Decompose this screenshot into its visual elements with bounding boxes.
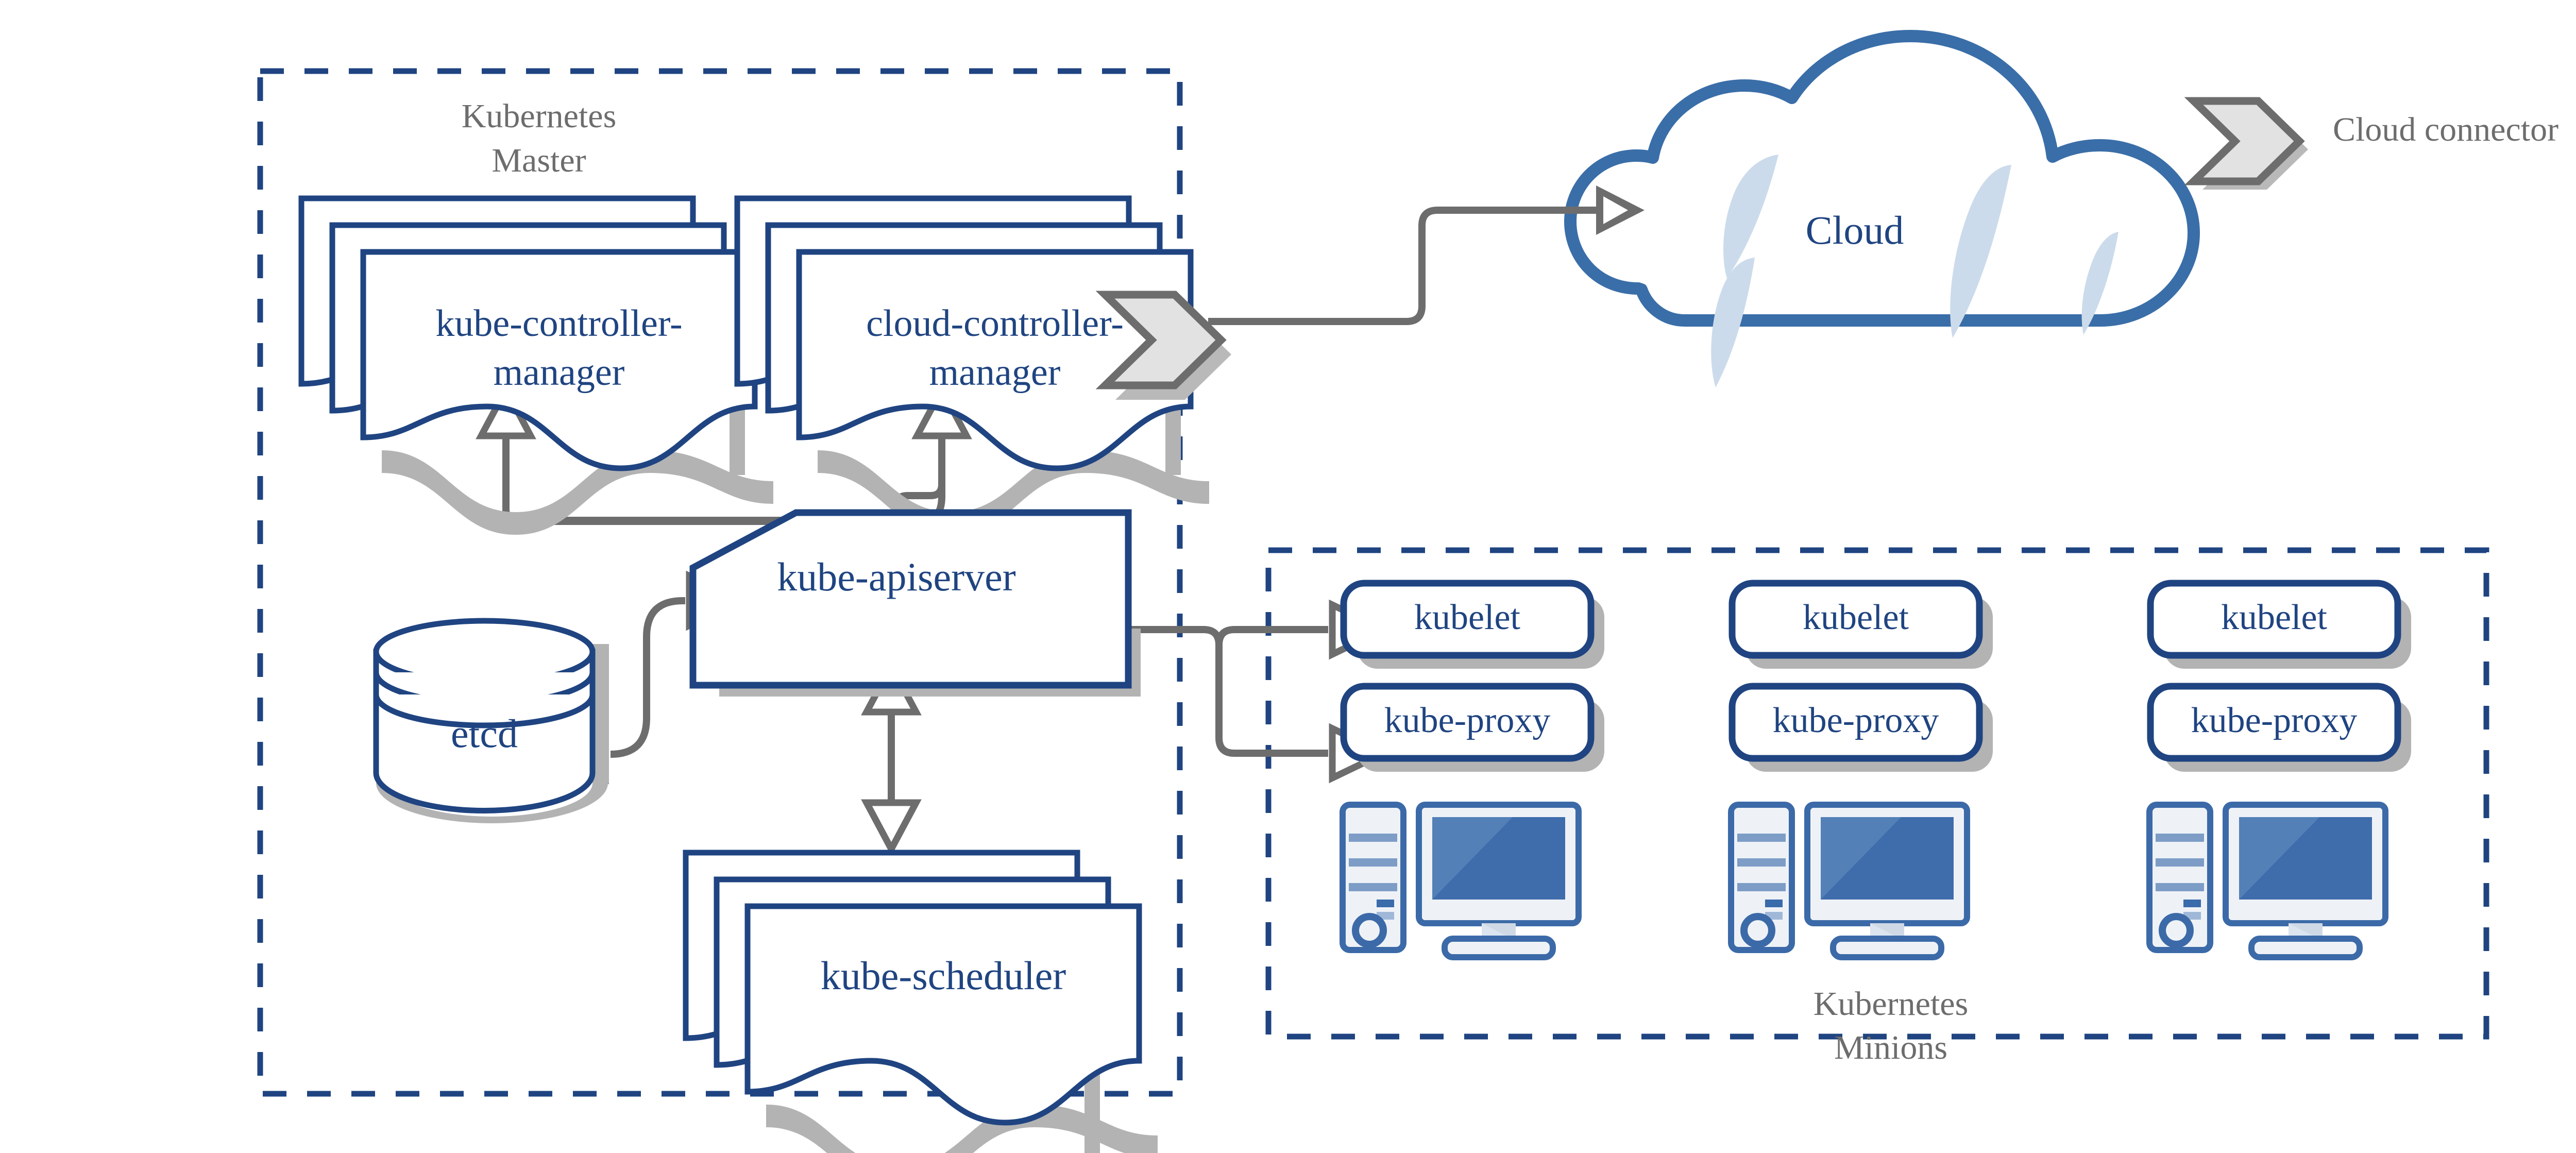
- legend-cloud-connector-label: Cloud connector: [2333, 111, 2558, 148]
- cloud-label: Cloud: [1806, 208, 1904, 252]
- svg-text:Kubernetes: Kubernetes: [462, 97, 617, 135]
- kubelet-label-1: kubelet: [1414, 598, 1521, 637]
- svg-text:Kubernetes: Kubernetes: [1814, 985, 1969, 1023]
- kube-apiserver-label: kube-apiserver: [777, 554, 1015, 599]
- kube-proxy-label-2: kube-proxy: [1773, 701, 1939, 740]
- cloud-controller-manager-label-line2: manager: [929, 351, 1061, 394]
- cloud-connector-icon: [2184, 97, 2305, 185]
- kubelet-box-2[interactable]: [1728, 580, 1983, 659]
- kube-proxy-box-3[interactable]: [2147, 683, 2401, 762]
- svg-text:Master: Master: [492, 142, 586, 179]
- cloud-connector-badge: [1095, 291, 1231, 400]
- cloud-controller-manager-label-line1: cloud-controller-: [866, 302, 1124, 345]
- computer-icon-1: [1340, 802, 1582, 960]
- kubelet-label-3: kubelet: [2221, 598, 2328, 637]
- kube-apiserver-shape: [689, 509, 1132, 689]
- node-kube-apiserver[interactable]: kube-apiserver: [689, 509, 1141, 697]
- computer-icon-3: [2146, 802, 2388, 960]
- computer-icon-2: [1728, 802, 1970, 960]
- cloud-shape: Cloud: [1564, 30, 2200, 387]
- kubernetes-minions-group-box: [1265, 547, 2489, 1040]
- kubernetes-master-label: Kubernetes Master: [462, 97, 617, 179]
- kube-proxy-label-1: kube-proxy: [1384, 701, 1551, 740]
- node-kube-scheduler[interactable]: kube-scheduler: [686, 853, 1158, 1153]
- kube-proxy-label-3: kube-proxy: [2191, 701, 2358, 740]
- connector-cloud-controller-to-cloud: [1208, 185, 1645, 325]
- kubelet-label-2: kubelet: [1803, 598, 1909, 637]
- minion-node-2: kubelet kube-proxy: [1728, 580, 1993, 960]
- minion-node-3: kubelet kube-proxy: [2146, 580, 2411, 960]
- kube-controller-manager-label-line2: manager: [494, 351, 625, 394]
- kubelet-box-1[interactable]: [1340, 580, 1595, 659]
- node-kube-controller-manager[interactable]: kube-controller- manager: [301, 198, 773, 535]
- legend-cloud-connector: Cloud connector: [2184, 97, 2558, 190]
- minion-node-1: kubelet kube-proxy: [1340, 580, 1604, 960]
- kubelet-box-3[interactable]: [2147, 580, 2401, 659]
- kubernetes-master-group-box: [257, 68, 1183, 1097]
- kube-controller-manager-label-line1: kube-controller-: [435, 302, 682, 345]
- kube-proxy-box-2[interactable]: [1728, 683, 1983, 762]
- kube-scheduler-label: kube-scheduler: [821, 953, 1066, 998]
- etcd-label: etcd: [451, 711, 518, 756]
- kubernetes-minions-label: Kubernetes Minions: [1814, 985, 1969, 1066]
- kube-proxy-box-1[interactable]: [1340, 683, 1595, 762]
- cloud-connector-icon: [1095, 291, 1227, 389]
- node-etcd[interactable]: etcd: [373, 618, 609, 823]
- svg-text:Minions: Minions: [1834, 1029, 1947, 1066]
